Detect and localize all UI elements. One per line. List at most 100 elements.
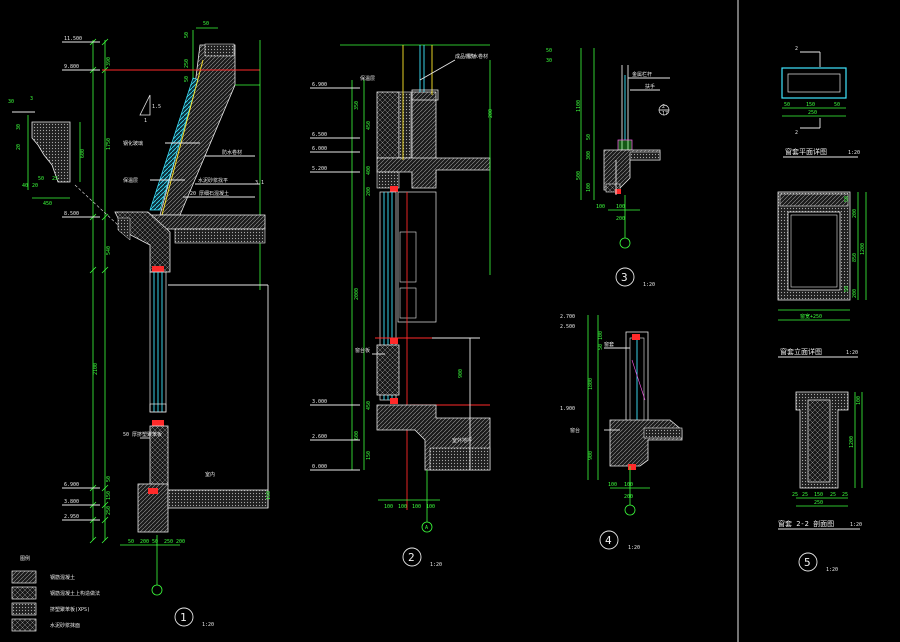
svg-text:3: 3 [621,271,628,284]
svg-text:3.000: 3.000 [312,399,327,405]
svg-text:2.600: 2.600 [312,434,327,440]
dim-value: 250 [106,506,112,515]
svg-text:50 厚挤塑聚苯板: 50 厚挤塑聚苯板 [123,431,162,438]
svg-text:25: 25 [792,492,798,498]
level-6: 2.950 [64,514,79,520]
svg-text:40: 40 [22,183,28,189]
svg-text:5: 5 [804,556,811,569]
dimension-tick [101,213,109,221]
svg-text:250: 250 [814,500,823,506]
cornice-detail: 30 30 20 450 50 25 600 40 20 3 [8,96,131,241]
svg-text:保温层: 保温层 [360,75,375,82]
dim-value: 540 [106,246,112,255]
legend-item: 挤塑聚苯板(XPS) [50,606,90,613]
detail-2: 350 450 400 200 2000 600 450 150 6.900 6… [310,44,494,568]
svg-text:100: 100 [608,482,617,488]
svg-text:200: 200 [366,187,372,196]
svg-text:150: 150 [266,491,272,500]
dim-value: 50 [203,21,209,27]
detail-4-number [599,530,619,550]
svg-text:450: 450 [366,121,372,130]
detail-4: 2.700 2.500 1.900 1800 100 50 900 100 10… [560,314,683,551]
svg-text:100: 100 [598,331,604,340]
svg-text:100: 100 [398,504,407,510]
svg-text:200: 200 [852,289,858,298]
svg-text:0.000: 0.000 [312,464,327,470]
detail-1-number [174,607,194,627]
svg-text:6.000: 6.000 [312,146,327,152]
svg-text:4: 4 [605,534,612,547]
ground-slab [167,489,269,509]
svg-text:150: 150 [814,492,823,498]
svg-text:3: 3 [30,96,33,102]
svg-text:成品檐沟: 成品檐沟 [455,53,475,60]
svg-text:1:20: 1:20 [430,562,442,568]
dim-value: 250 [184,59,190,68]
svg-text:扶手: 扶手 [645,83,655,90]
svg-text:1200: 1200 [860,243,866,255]
svg-text:50: 50 [586,134,592,140]
dimension-tick [101,38,109,46]
svg-text:25: 25 [52,176,58,182]
level-5: 3.800 [64,499,79,505]
svg-text:20: 20 [32,183,38,189]
svg-text:150: 150 [806,102,815,108]
svg-text:保温层: 保温层 [123,177,138,184]
svg-text:1800: 1800 [588,378,594,390]
svg-text:100: 100 [856,396,862,405]
svg-text:2.500: 2.500 [560,324,575,330]
svg-text:20 厚细石混凝土: 20 厚细石混凝土 [190,190,229,197]
svg-text:6.900: 6.900 [312,82,327,88]
svg-text:2: 2 [662,104,665,110]
svg-text:30: 30 [546,58,552,64]
svg-text:600: 600 [354,431,360,440]
elevation-title: 窗套立面详图 [780,347,822,356]
dimension-tick [101,516,109,524]
svg-text:50: 50 [38,176,44,182]
svg-text:200: 200 [624,494,633,500]
svg-text:900: 900 [588,451,594,460]
svg-text:50: 50 [152,539,158,545]
svg-text:1: 1 [180,611,187,624]
svg-text:防水卷材: 防水卷材 [468,53,488,60]
svg-text:水泥砂浆找平: 水泥砂浆找平 [198,177,228,184]
surround-plan [781,67,847,99]
dimension-tick [101,536,109,544]
svg-text:400: 400 [366,166,372,175]
level-1: 11.500 [64,36,82,42]
svg-text:100: 100 [596,204,605,210]
svg-text:1:20: 1:20 [643,282,655,288]
svg-text:1:20: 1:20 [850,522,862,528]
dim-value: 50 [184,76,190,82]
dim-value: 2100 [93,363,99,375]
svg-text:室外地坪: 室外地坪 [452,437,472,444]
svg-text:100: 100 [616,204,625,210]
svg-text:250: 250 [164,539,173,545]
dim-value: 50 [106,476,112,482]
dim-value: 50 [184,32,190,38]
svg-text:100: 100 [412,504,421,510]
svg-text:窗套: 窗套 [604,341,614,348]
svg-text:20: 20 [16,144,22,150]
svg-text:150: 150 [366,451,372,460]
svg-text:1.5: 1.5 [152,104,161,110]
svg-text:450: 450 [43,201,52,207]
svg-text:1:20: 1:20 [826,567,838,573]
svg-text:1.900: 1.900 [560,406,575,412]
svg-text:17: 17 [662,111,668,117]
svg-text:100: 100 [426,504,435,510]
legend: 图例 钢筋混凝土 钢筋混凝土上构造做法 挤塑聚苯板(XPS) 水泥砂浆抹面 [11,555,100,632]
axis-bubble [421,521,433,533]
detail-3: 50 30 1100 50 300 500 100 100 100 200 金属… [546,48,670,288]
svg-text:500: 500 [576,171,582,180]
svg-text:5.200: 5.200 [312,166,327,172]
svg-text:1: 1 [144,118,147,124]
svg-text:350: 350 [354,101,360,110]
detail-5-number [798,552,818,572]
level-3: 8.500 [64,211,79,217]
section-title: 窗套 2-2 剖面图 [778,519,834,528]
svg-text:900: 900 [458,369,464,378]
legend-item: 钢筋混凝土 [50,574,75,581]
svg-text:2: 2 [795,46,798,52]
